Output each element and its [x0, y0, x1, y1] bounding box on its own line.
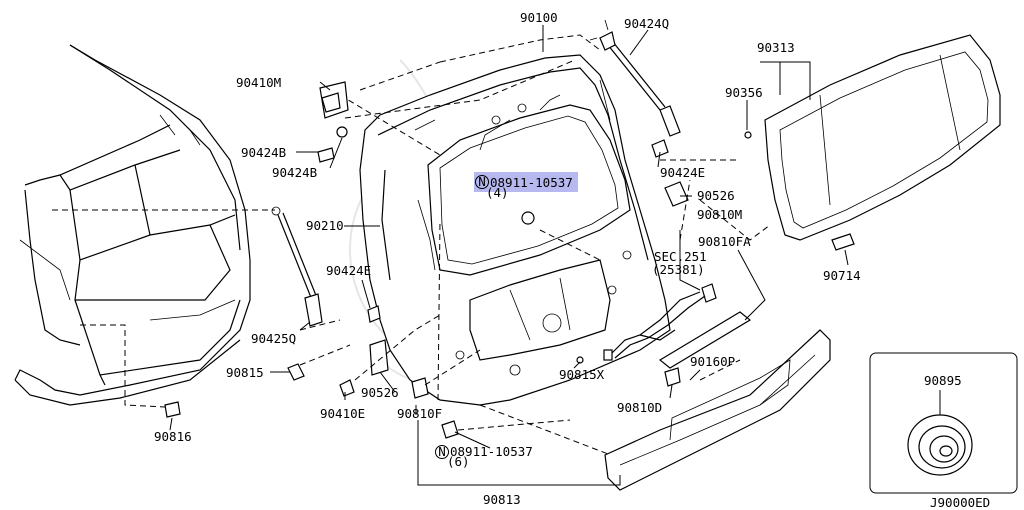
label-90424Q: 90424Q [624, 16, 669, 31]
label-90356: 90356 [725, 85, 763, 100]
label-bolt-lower-qty: (6) [447, 454, 470, 469]
label-90313: 90313 [757, 40, 795, 55]
hinge-lower [369, 339, 389, 376]
stay-strut-right [589, 19, 681, 137]
back-door-panel [359, 54, 671, 406]
bumper-rubber-right [651, 139, 669, 158]
inset-box [869, 352, 1018, 494]
label-90815X: 90815X [559, 367, 605, 382]
finisher-strip [658, 311, 752, 369]
hinge-upper [317, 81, 349, 163]
label-90810FA: 90810FA [698, 234, 751, 249]
back-window-glass [764, 34, 1001, 241]
label-90895: 90895 [924, 373, 962, 388]
label-90424E-b: 90424E [326, 263, 371, 278]
label-90424E-a: 90424E [660, 165, 705, 180]
rear-garnish [604, 329, 831, 491]
label-90813: 90813 [483, 492, 521, 507]
label-90410M: 90410M [236, 75, 281, 90]
label-90810D: 90810D [617, 400, 662, 415]
leader-lines [169, 25, 849, 486]
small-clips [164, 131, 855, 439]
label-sec-25381: (25381) [652, 262, 705, 277]
bumper-rubber-left [367, 305, 381, 323]
label-sec-251: SEC.251 [654, 249, 707, 264]
label-90210: 90210 [306, 218, 344, 233]
label-90160P: 90160P [690, 354, 735, 369]
part-labels: 90100 90424Q 90313 90356 90410M 90424B 9… [154, 10, 990, 510]
label-90425Q: 90425Q [251, 331, 296, 346]
wire-harness [603, 291, 706, 361]
vehicle-body-outline [14, 44, 251, 406]
bolt-symbol-lower: N [435, 444, 449, 459]
guide-bracket [664, 181, 689, 207]
highlight-box [474, 172, 578, 192]
label-bolt-lower: 08911-10537 [450, 444, 533, 459]
bolt-n-symbol-b: N [438, 444, 446, 459]
label-90815: 90815 [226, 365, 264, 380]
label-90410E: 90410E [320, 406, 365, 421]
label-90424B-b: 90424B [272, 165, 317, 180]
label-90810F: 90810F [397, 406, 442, 421]
stay-strut-left [271, 206, 323, 327]
label-bolt-upper: 08911-10537 [490, 175, 573, 190]
label-90526-a: 90526 [697, 188, 735, 203]
label-90714: 90714 [823, 268, 861, 283]
label-90810M: 90810M [697, 207, 742, 222]
label-90100: 90100 [520, 10, 558, 25]
label-90816: 90816 [154, 429, 192, 444]
bolt-symbol-upper: N [474, 172, 578, 192]
diagram-code: J90000ED [930, 495, 990, 510]
label-bolt-upper-qty: (4) [486, 185, 509, 200]
label-90424B-a: 90424B [241, 145, 286, 160]
bolt-n-symbol-a: N [478, 174, 486, 189]
label-90526-b: 90526 [361, 385, 399, 400]
